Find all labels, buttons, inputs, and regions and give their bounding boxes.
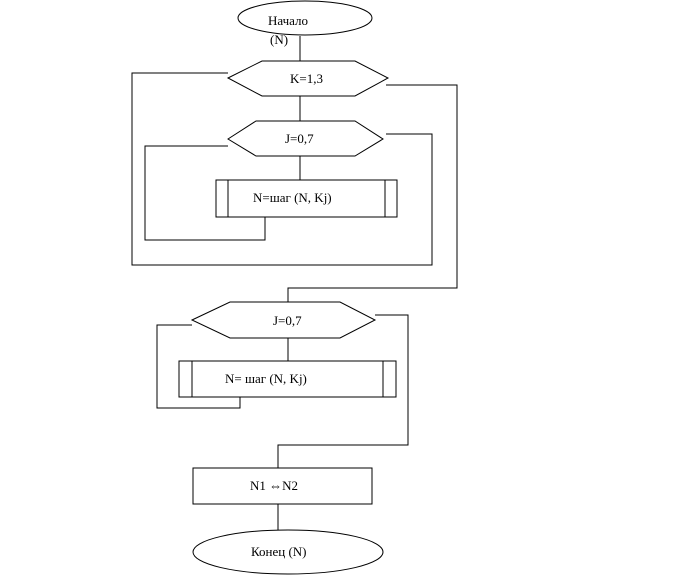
loop-j-inner-hexagon [227, 120, 384, 157]
loop-j-inner-node: J=0,7 [227, 120, 384, 157]
start-node: Начало (N) [237, 0, 373, 47]
end-label: Конец (N) [251, 544, 307, 559]
loop-k-node: K=1,3 [226, 60, 390, 97]
start-parameter: (N) [270, 32, 288, 47]
swap-node: N1 ⇔N2 [192, 467, 373, 505]
loop-j-second-node: J=0,7 [190, 301, 377, 339]
connector-lines [131, 36, 458, 530]
step-inner-label: N=шаг (N, Kj) [253, 190, 332, 205]
connector-outer-loop-exit [287, 84, 458, 302]
step-second-process [178, 360, 397, 398]
step-inner-node: N=шаг (N, Kj) [215, 179, 398, 218]
end-terminal [192, 529, 384, 575]
connector-inner-loop-return [144, 145, 266, 241]
loop-j-second-label: J=0,7 [273, 313, 302, 328]
loop-k-hexagon [226, 60, 390, 97]
step-inner-process [215, 179, 398, 218]
start-label: Начало [268, 13, 308, 28]
step-second-label: N= шаг (N, Kj) [225, 371, 307, 386]
connector-second-loop-return [156, 324, 241, 409]
loop-j-second-hexagon [190, 301, 377, 339]
step-second-node: N= шаг (N, Kj) [178, 360, 397, 398]
swap-process [192, 467, 373, 505]
loop-j-inner-label: J=0,7 [285, 131, 314, 146]
end-node: Конец (N) [192, 529, 384, 575]
connector-inner-loop-exit [131, 72, 433, 266]
connector-second-loop-exit [277, 314, 409, 468]
start-terminal [237, 0, 373, 36]
loop-k-label: K=1,3 [290, 71, 323, 86]
swap-label: N1 ⇔N2 [250, 478, 298, 493]
